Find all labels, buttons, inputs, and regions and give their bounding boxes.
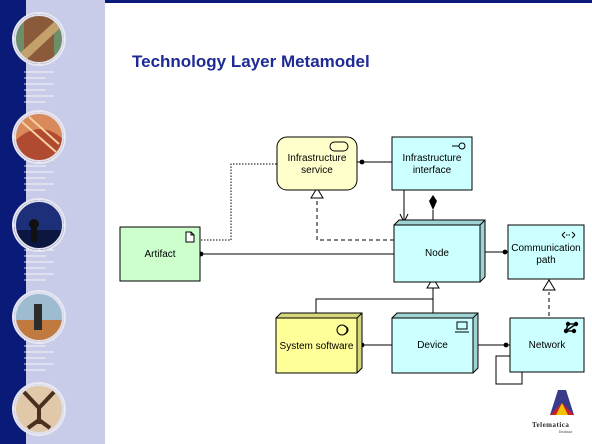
laptop-icon bbox=[455, 321, 469, 333]
top-rule bbox=[105, 0, 592, 3]
interface-icon bbox=[452, 142, 466, 150]
artifact-service-connection bbox=[198, 163, 277, 241]
device-label: Device bbox=[417, 340, 448, 351]
communication-path-label: Communication path bbox=[511, 243, 581, 266]
infrastructure-interface-label: Infrastructure interface bbox=[402, 153, 462, 176]
document-icon bbox=[185, 231, 195, 243]
node-label: Node bbox=[425, 248, 449, 259]
node-box bbox=[393, 219, 486, 283]
logo-subtitle: Instituut bbox=[559, 429, 573, 434]
system-software-label: System software bbox=[279, 341, 354, 352]
bidirectional-arrow-icon bbox=[561, 231, 576, 239]
decorative-photo-orb bbox=[14, 384, 64, 434]
infrastructure-service-box bbox=[276, 136, 358, 191]
decorative-photo-orb bbox=[14, 112, 64, 162]
decorative-photo-orb bbox=[14, 200, 64, 250]
decorative-photo-orb bbox=[14, 14, 64, 64]
ruler-decoration bbox=[24, 71, 54, 371]
network-self-loop bbox=[495, 355, 523, 385]
circle-icon bbox=[336, 324, 349, 336]
service-icon bbox=[329, 141, 349, 152]
software-node-specialisation bbox=[315, 298, 433, 313]
logo-name: Telematica bbox=[532, 421, 570, 429]
system-software-box bbox=[275, 312, 363, 374]
decorative-photo-orb bbox=[14, 292, 64, 342]
artifact-label: Artifact bbox=[144, 249, 176, 260]
node-service-realisation bbox=[316, 198, 394, 241]
network-box bbox=[509, 317, 585, 373]
connection-markers bbox=[198, 159, 556, 348]
network-label: Network bbox=[528, 340, 566, 351]
infrastructure-service-label: Infrastructure service bbox=[287, 153, 347, 176]
communication-path-box bbox=[507, 224, 585, 280]
telematica-logo-icon bbox=[550, 390, 574, 415]
network-icon bbox=[563, 321, 579, 334]
slide-title: Technology Layer Metamodel bbox=[132, 52, 370, 71]
